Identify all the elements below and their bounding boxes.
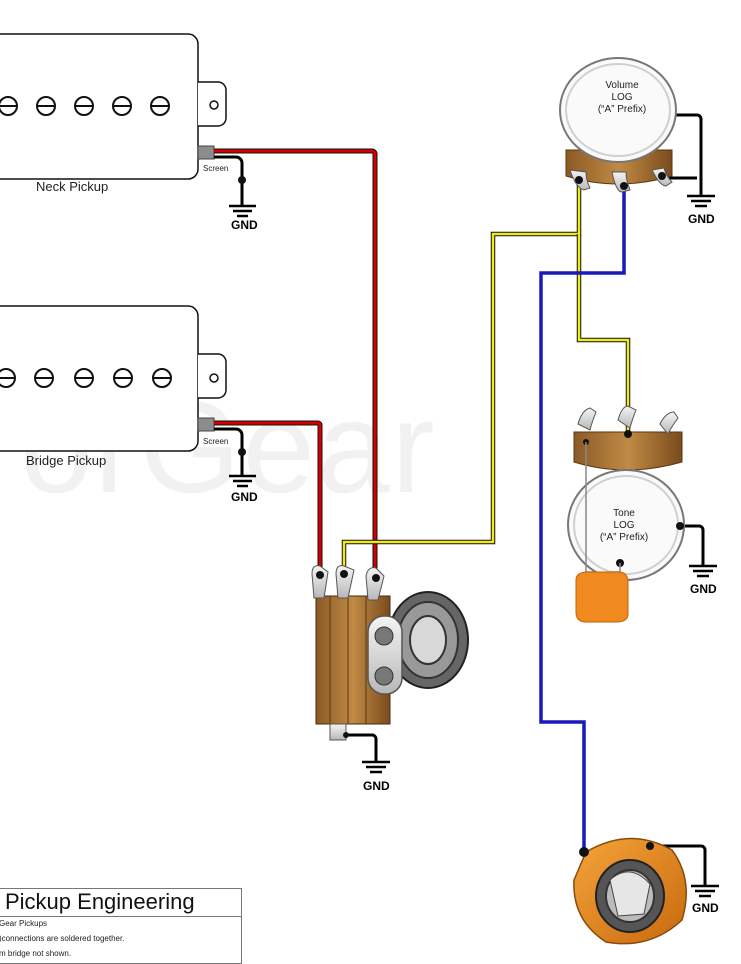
bridge-hot-wire <box>214 420 323 573</box>
output-jack <box>573 837 687 945</box>
bridge-pickup-label: Bridge Pickup <box>26 453 107 468</box>
bridge-pole-pieces <box>0 368 172 388</box>
volume-pot-prefix: (“A” Prefix) <box>597 104 647 115</box>
neck-pickup <box>0 33 227 180</box>
tone-gnd-label: GND <box>690 582 717 596</box>
title-block-note-1: Gear Pickups <box>0 919 48 928</box>
neck-pickup-label: Neck Pickup <box>36 179 109 194</box>
volume-to-jack-wire <box>539 188 626 852</box>
volume-pot-taper: LOG <box>611 92 633 103</box>
tone-pot-taper: LOG <box>613 520 635 531</box>
bridge-pickup <box>0 305 227 452</box>
jack-gnd-label: GND <box>692 901 719 915</box>
ground-symbols <box>229 194 719 898</box>
volume-to-tone-wire <box>576 234 631 434</box>
volume-pot-name: Volume <box>605 80 639 91</box>
volume-pot-label: Volume LOG (“A” Prefix) <box>577 80 667 116</box>
switch-gnd-label: GND <box>363 779 390 793</box>
title-block-heading: Pickup Engineering <box>5 889 195 914</box>
pickup-selector-switch <box>311 565 469 741</box>
volume-pot <box>559 57 677 193</box>
bridge-gnd-label: GND <box>231 490 258 504</box>
volume-gnd-label: GND <box>688 212 715 226</box>
solder-points <box>238 176 246 456</box>
ground-wires <box>214 113 707 886</box>
neck-screen-label: Screen <box>203 164 229 173</box>
title-block: Pickup Engineering Gear Pickups )connect… <box>0 888 242 964</box>
tone-pot-name: Tone <box>613 508 635 519</box>
neck-pole-pieces <box>0 96 170 116</box>
title-block-note-2: )connections are soldered together. <box>0 934 125 943</box>
neck-hot-wire <box>214 148 378 578</box>
title-block-note-3: m bridge not shown. <box>0 949 72 958</box>
tone-pot-label: Tone LOG (“A” Prefix) <box>579 508 669 544</box>
bridge-screen-label: Screen <box>203 437 229 446</box>
switch-to-volume-wire <box>341 182 582 574</box>
title-block-divider <box>0 916 241 917</box>
neck-gnd-label: GND <box>231 218 258 232</box>
tone-pot-prefix: (“A” Prefix) <box>599 532 649 543</box>
tone-pot <box>567 405 685 623</box>
